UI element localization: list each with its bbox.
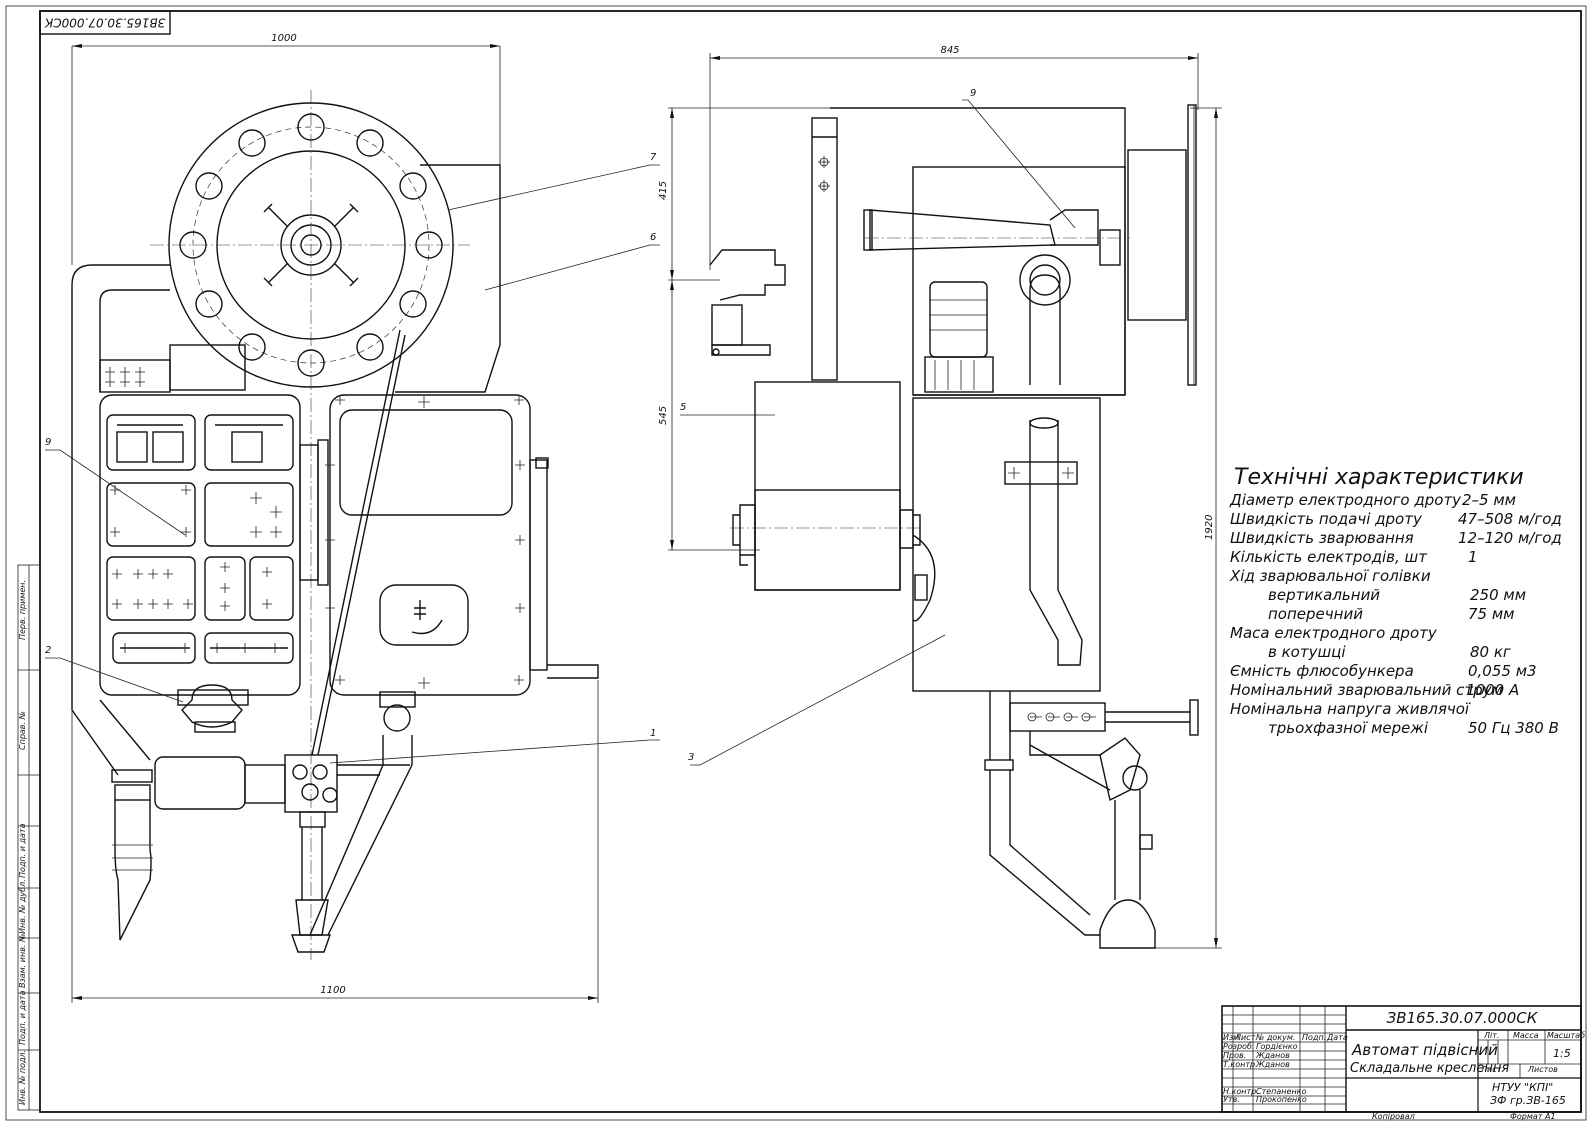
spec-value: 1 [1468,548,1478,566]
spec-label: в котушці [1268,643,1346,661]
tb-col-mass: Масса [1513,1031,1539,1040]
tb-person: Жданов [1255,1051,1290,1060]
tb-org-1: НТУУ "КПІ" [1492,1081,1553,1094]
spec-value: 50 Гц 380 В [1468,719,1559,737]
spec-value: 2–5 мм [1462,491,1516,509]
tb-role: Пров. [1223,1051,1246,1060]
spec-value: 1000 А [1466,681,1519,699]
callouts-side: 5 3 9 [680,88,1076,766]
tb-role: Т.контр. [1223,1060,1258,1069]
callout-3: 3 [688,752,694,763]
spec-label: Швидкість зварювання [1230,529,1414,547]
tb-col-lit: Літ. [1483,1031,1499,1040]
side-view: 845 415 545 1920 [658,45,1222,949]
dim-width-bottom: 1100 [320,985,345,996]
dim-1920: 1920 [1204,515,1215,540]
spec-label: Маса електродного дроту [1230,624,1438,642]
callout-9: 9 [970,88,976,99]
callout-2: 2 [45,645,51,656]
tb-format: Формат А1 [1510,1112,1556,1121]
strip-label: Инв. № дубл. [18,879,27,934]
strip-label: Подп. и дата [18,990,27,1045]
strip-label: Инв. № подл. [18,1050,27,1105]
dim-side-width: 845 [940,45,959,56]
callout-1: 1 [650,728,656,739]
strip-label: Перв. примен. [18,580,27,640]
specs-title: Технічні характеристики [1234,465,1524,490]
tb-head: Дата [1326,1033,1348,1042]
tb-org-2: ЗФ гр.ЗВ-165 [1490,1094,1566,1107]
title-code: ЗВ165.30.07.000СК [1387,1009,1539,1027]
tb-sheets: Листов [1527,1065,1558,1074]
tb-sheet: Лист [1480,1065,1502,1074]
spec-label: трьохфазної мережі [1268,719,1429,737]
tb-head: Изм [1223,1033,1239,1042]
spec-label: Швидкість подачі дроту [1230,510,1423,528]
strip-label: Справ. № [18,711,27,750]
stamp-code: ЗВ165.30.07.000СК [44,16,165,30]
tb-head: Лист [1234,1033,1256,1042]
tb-person: Степаненко [1256,1087,1307,1096]
tb-role: Розроб. [1223,1042,1254,1051]
tb-head: Подп. [1302,1033,1326,1042]
stamp-box [39,10,171,35]
spec-label: Ємність флюсобункера [1230,662,1414,680]
tb-person: Прокопенко [1256,1095,1307,1104]
dim-545: 545 [658,406,669,425]
spec-label: поперечний [1268,605,1363,623]
callout-5: 6 [650,232,656,243]
title-name-1: Автомат підвісний [1351,1041,1498,1059]
spec-value: 75 мм [1468,605,1515,623]
callout-7: 9 [45,437,51,448]
technical-specs: Технічні характеристики Діаметр електрод… [1229,465,1562,737]
callout-6: 7 [650,152,657,163]
spec-value: 0,055 м3 [1468,662,1537,680]
tb-scale: 1:5 [1553,1047,1571,1060]
spec-value: 12–120 м/год [1458,529,1562,547]
spec-label: вертикальний [1268,586,1380,604]
spec-value: 47–508 м/год [1458,510,1562,528]
title-name-2: Складальне креслення [1350,1061,1509,1076]
tb-copied: Копіровал [1372,1112,1415,1121]
title-block: ЗВ165.30.07.000СК Изм Лист № докум. Подп… [1221,1005,1585,1121]
spec-label: Номінальна напруга живлячої [1230,700,1471,718]
tb-person: Гордієнко [1256,1042,1298,1051]
strip-label: Взам. инв. № [18,934,27,988]
dim-415: 415 [658,181,669,200]
tb-role: Утв. [1223,1095,1240,1104]
inner-frame [39,10,1582,1113]
spec-value: 80 кг [1470,643,1511,661]
spec-label: Діаметр електродного дроту [1229,491,1462,509]
spec-label: Хід зварювальної голівки [1229,567,1431,585]
tb-col-scale: Масштаб [1547,1031,1585,1040]
front-view: 1000 1100 [71,33,599,1003]
strip-label: Подп. и дата [18,823,27,878]
left-strip: Перв. примен. Справ. № Подп. и дата Инв.… [17,564,41,1111]
tb-head: № докум. [1255,1033,1295,1042]
callouts-front: 7 6 9 2 1 [45,152,660,764]
spec-label: Кількість електродів, шт [1230,548,1428,566]
spec-label: Номінальний зварювальний струм [1230,681,1503,699]
spec-value: 250 мм [1470,586,1526,604]
dim-width-top: 1000 [271,33,296,44]
tb-person: Жданов [1255,1060,1290,1069]
callout-4: 5 [680,402,686,413]
outer-frame [5,5,1587,1121]
tb-role: Н.контр. [1223,1087,1259,1096]
